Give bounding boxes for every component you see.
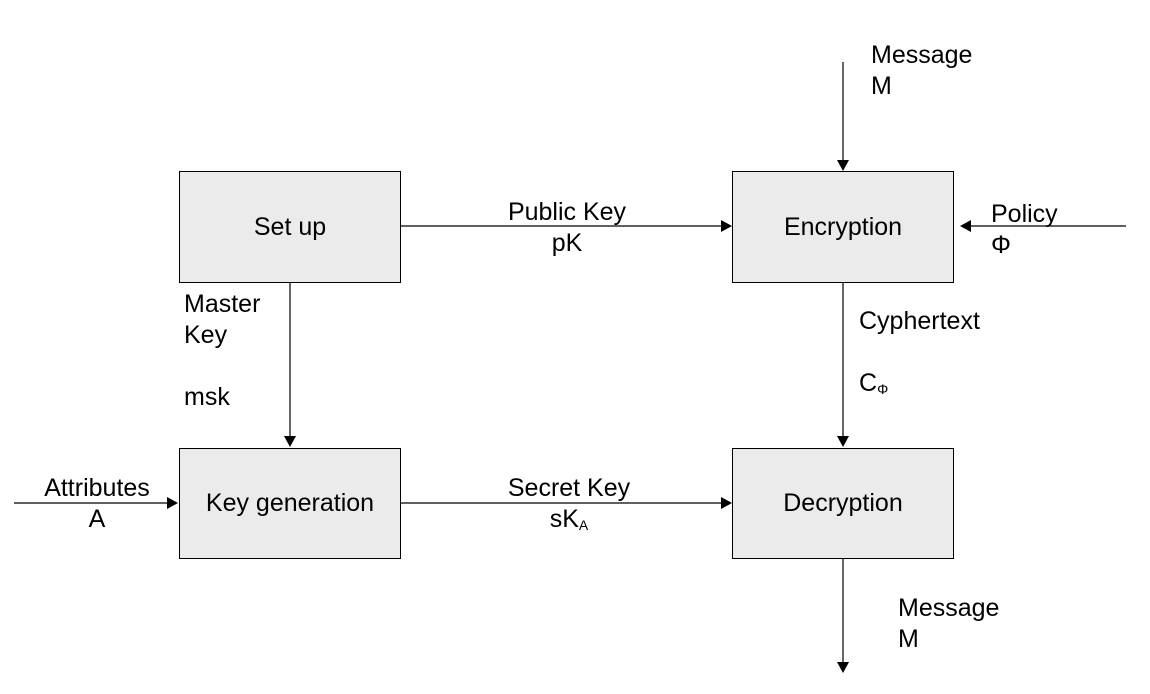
attributes-title: Attributes — [44, 474, 150, 502]
attributes-symbol: A — [88, 505, 106, 533]
secret-key-symbol-row: sKA — [487, 504, 651, 541]
secret-key-title: Secret Key — [507, 474, 631, 502]
policy-label: Policy Φ — [991, 199, 1058, 261]
decryption-box: Decryption — [732, 448, 954, 559]
message-in-title: Message — [871, 41, 973, 69]
arrowhead-message-out — [837, 662, 849, 673]
decryption-label: Decryption — [783, 489, 903, 517]
message-out-symbol: M — [898, 625, 919, 653]
keygen-label: Key generation — [205, 489, 375, 517]
policy-symbol: Φ — [991, 231, 1011, 259]
arrowhead-public-key — [721, 220, 732, 232]
message-in-label: Message M — [871, 40, 972, 102]
policy-title: Policy — [991, 200, 1058, 228]
arrowhead-secret-key — [721, 497, 732, 509]
message-out-label: Message M — [898, 593, 999, 655]
setup-label: Set up — [253, 212, 327, 241]
master-key-label: Master Key msk — [184, 289, 260, 413]
cyphertext-label: Cyphertext CΦ — [859, 306, 980, 405]
arrowhead-attributes — [167, 497, 178, 509]
attributes-label: Attributes A — [28, 473, 166, 535]
secret-key-label: Secret Key sKA — [487, 473, 651, 541]
arrowhead-cyphertext — [837, 436, 849, 447]
message-out-title: Message — [898, 594, 1000, 622]
encryption-label: Encryption — [783, 212, 903, 241]
public-key-label: Public Key pK — [487, 197, 647, 259]
arrowhead-message-in — [837, 160, 849, 171]
master-key-symbol: msk — [184, 383, 230, 411]
cyphertext-symbol: C — [859, 369, 878, 397]
message-in-symbol: M — [871, 72, 892, 100]
public-key-title: Public Key — [507, 198, 627, 226]
master-key-line2: Key — [184, 321, 228, 349]
arrowhead-policy — [960, 220, 971, 232]
cyphertext-symbol-row: CΦ — [859, 368, 980, 405]
secret-key-subscript: A — [578, 517, 589, 533]
keygen-box: Key generation — [179, 448, 401, 559]
public-key-symbol: pK — [551, 229, 583, 257]
arrowhead-master-key — [284, 436, 296, 447]
cyphertext-subscript: Φ — [877, 381, 889, 397]
encryption-box: Encryption — [732, 171, 954, 283]
cyphertext-title: Cyphertext — [859, 307, 980, 335]
master-key-line1: Master — [184, 290, 261, 318]
secret-key-symbol: sK — [549, 505, 579, 533]
setup-box: Set up — [179, 171, 401, 283]
